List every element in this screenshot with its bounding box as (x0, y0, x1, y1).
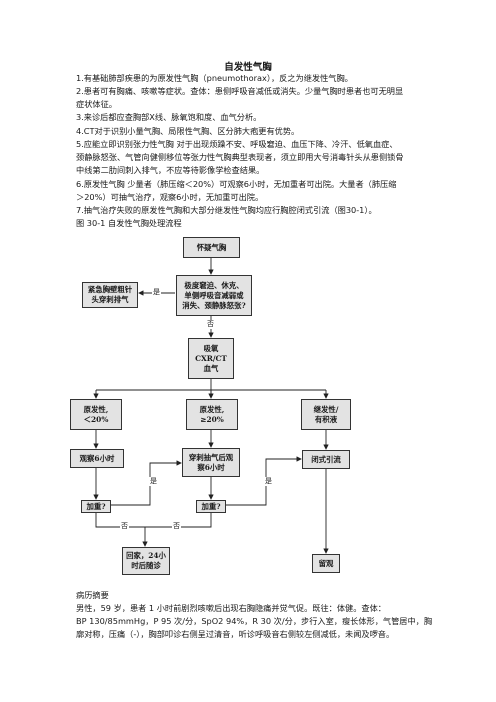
text-line: 症状体征。 (76, 99, 117, 109)
no-label: 否 (206, 320, 215, 329)
no-label: 否 (172, 522, 181, 531)
urgent-line: 头穿刺排气 (91, 295, 129, 304)
arrow-line (110, 460, 182, 506)
home-box: 回家，24小 时后随诊 (122, 547, 170, 575)
no-label: 否 (120, 522, 129, 531)
text-line: 7.抽气治疗失败的原发性气胸和大部分继发性气胸均应行胸腔闭式引流（图30-1）。 (76, 205, 377, 215)
text-line: 6.原发性气胸 少量者（肺压缩＜20%）可观察6小时，无加重者可出院。大量者（肺… (76, 179, 397, 189)
primary-small-line: ＜20% (83, 414, 109, 424)
text-line: 1.有基础肺部疾患的为原发性气胸（pneumothorax），反之为继发性气胸。 (76, 73, 353, 83)
text-line: ＞20%）可抽气治疗，观察6小时，无加重可出院。 (76, 192, 264, 202)
drain-box: 闭式引流 (302, 450, 350, 469)
primary-small-box: 原发性, ＜20% (70, 399, 122, 430)
primary-large-line: 原发性, (199, 404, 225, 414)
home-line: 回家，24小 (126, 551, 166, 560)
aspirate-box: 穿刺抽气后观 察6小时 (182, 448, 240, 477)
question-line: 极度窘迫、休克、 (184, 280, 244, 290)
urgent-line: 紧急胸壁粗针 (87, 285, 133, 294)
suspect-box: 怀疑气胸 (183, 237, 240, 258)
primary-large-box: 原发性, ≥20% (186, 399, 238, 430)
text-line: 5.应能立即识别张力性气胸 对于出现烦躁不安、呼吸窘迫、血压下降、冷汗、低氧血症… (76, 139, 398, 149)
text-line: 颈静脉怒张、气管向健侧移位等张力性气胸典型表现者，须立即用大号消毒针头从患侧锁骨 (76, 152, 404, 162)
worse-box-2: 加重? (196, 500, 226, 513)
primary-large-line: ≥20% (200, 414, 224, 424)
primary-small-line: 原发性, (83, 404, 109, 414)
case-line: 廓对称，压痛（-），胸部叩诊右侧呈过清音，听诊呼吸音右侧较左侧减低，未闻及啰音。 (76, 629, 395, 639)
observe-box: 观察6小时 (70, 449, 124, 468)
home-line: 时后随诊 (131, 561, 161, 570)
worse-box-1: 加重? (81, 500, 111, 513)
question-line: 单侧呼吸音减弱或 (184, 290, 244, 300)
text-line: 3.来诊后都应查胸部X线、脉氧饱和度、血气分析。 (76, 112, 262, 122)
yes-label: 是 (149, 477, 158, 486)
aspirate-line: 察6小时 (197, 462, 225, 472)
aspirate-line: 穿刺抽气后观 (188, 452, 234, 462)
arrow-line (95, 513, 212, 528)
tests-line: 吸氧 (203, 343, 219, 353)
case-title: 病历摘要 (76, 590, 109, 600)
case-line: 男性，59 岁，患者 1 小时前剧烈咳嗽后出现右胸隐痛并觉气促。既往：体健。查体… (76, 603, 386, 613)
secondary-box: 继发性/ 有积液 (301, 399, 351, 430)
urgent-box: 紧急胸壁粗针 头穿刺排气 (82, 282, 138, 308)
question-line: 消失、颈静脉怒张? (182, 300, 246, 310)
question-box: 极度窘迫、休克、 单侧呼吸音减弱或 消失、颈静脉怒张? (176, 275, 252, 316)
text-line: 2.患者可有胸痛、咳嗽等症状。查体：患侧呼吸音减低或消失。少量气胸时患者也可无明… (76, 86, 404, 96)
yes-label: 是 (152, 288, 161, 297)
text-line: 4.CT对于识别小量气胸、局限性气胸、区分肺大疱更有优势。 (76, 126, 300, 136)
tests-line: 血气 (203, 363, 219, 373)
yes-label: 是 (264, 477, 273, 486)
case-line: BP 130/85mmHg，P 95 次/分，SpO2 94%，R 30 次/分… (76, 616, 433, 626)
doc-title: 自发性气胸 (224, 62, 272, 73)
text-line: 中线第二肋间刺入排气，不应等待影像学检查结果。 (76, 165, 265, 175)
tests-box: 吸氧 CXR/CT 血气 (188, 338, 234, 379)
secondary-line: 有积液 (314, 414, 338, 424)
secondary-line: 继发性/ (313, 404, 339, 414)
figure-caption: 图 30-1 自发性气胸处理流程 (76, 218, 182, 228)
admit-box: 留观 (312, 554, 340, 573)
tests-line: CXR/CT (195, 353, 227, 363)
